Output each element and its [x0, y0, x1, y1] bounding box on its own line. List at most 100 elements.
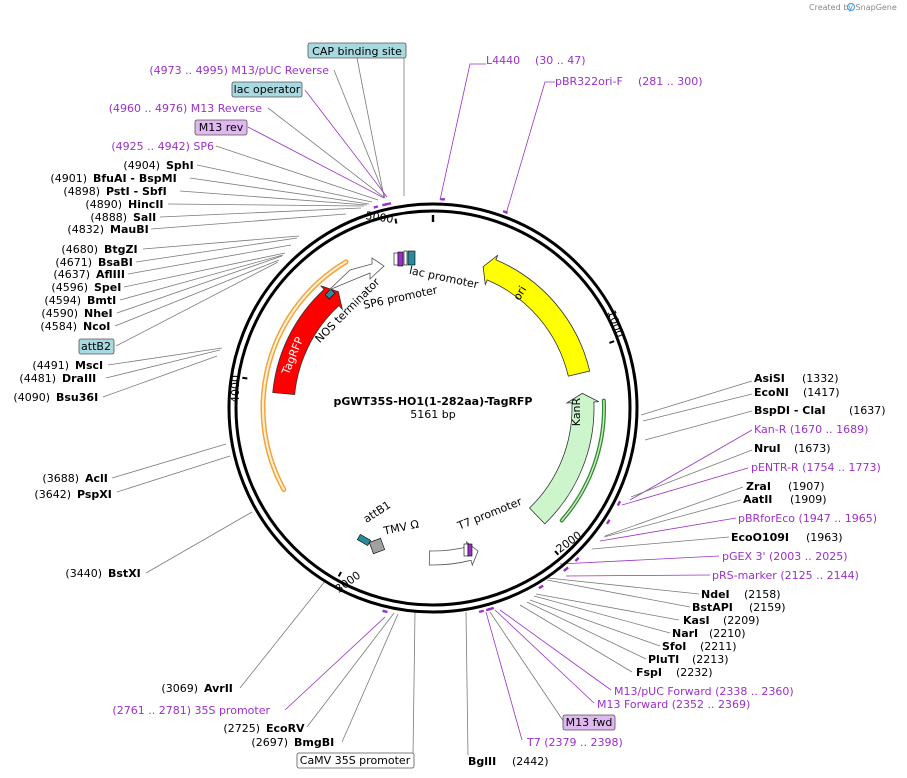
bsu36i-pos: (4090): [13, 391, 50, 404]
tick-mark: [609, 340, 615, 344]
btgzi-name: BtgZI: [104, 243, 138, 256]
maubi-pos: (4832): [67, 223, 104, 236]
pspxi-name: PspXI: [77, 488, 112, 501]
aatii-name: AatII: [743, 493, 772, 506]
t7-promoter-label: T7 promoter: [455, 495, 525, 533]
nhei-pos: (4590): [41, 307, 78, 320]
draiii-pos: (4481): [19, 372, 56, 385]
econi-pos: (1417): [803, 386, 840, 399]
psti-name: PstI - SbfI: [106, 185, 167, 198]
kanr-label: KanR: [570, 397, 583, 426]
afliii-name: AflIII: [96, 268, 125, 281]
ori-arrow: [482, 254, 591, 377]
spei-pos: (4596): [51, 281, 88, 294]
plasmid-size: 5161 bp: [410, 408, 455, 421]
ecorv-pos: (2725): [223, 722, 260, 735]
tick-label-4000: 4000: [229, 375, 242, 403]
l4440-range: (30 .. 47): [535, 54, 586, 67]
snapgene-credit: Created by SnapGene: [809, 3, 897, 12]
pentr-r-label: pENTR-R (1754 .. 1773): [751, 461, 881, 474]
plasmid-name: pGWT35S-HO1(1-282aa)-TagRFP: [333, 395, 532, 408]
highlight-band-orange-inner: [262, 260, 348, 491]
tick-label-1000: 1000: [605, 309, 626, 340]
bmti-name: BmtI: [87, 294, 116, 307]
avrii-name: AvrII: [204, 682, 233, 695]
attb1-label: attB1: [361, 498, 393, 525]
btgzi-pos: (4680): [61, 243, 98, 256]
prs-marker-label: pRS-marker (2125 .. 2144): [712, 569, 859, 582]
pbrforeco-label: pBRforEco (1947 .. 1965): [738, 512, 877, 525]
primer-site-marker: [502, 209, 509, 214]
kasi-name: KasI: [683, 614, 710, 627]
bstxi-pos: (3440): [65, 567, 102, 580]
top-labels: L4440 (30 .. 47) pBR322ori-F (281 .. 300…: [486, 54, 703, 88]
primer-site-marker: [605, 519, 611, 525]
primer-site-marker: [574, 557, 580, 562]
primer-site-marker: [563, 566, 569, 572]
pluti-pos: (2213): [692, 653, 729, 666]
camv-35s-label: CaMV 35S promoter: [300, 754, 411, 767]
m13-rev-box: [194, 119, 248, 136]
bspdi-name: BspDI - ClaI: [754, 404, 826, 417]
asisi-name: AsiSI: [754, 372, 785, 385]
site-markers: [373, 197, 622, 614]
fspi-pos: (2232): [676, 666, 713, 679]
primer-site-marker: [373, 205, 379, 209]
bfuai-pos: (4901): [50, 172, 87, 185]
primer-site-marker: [616, 500, 622, 507]
pluti-name: PluTI: [648, 653, 679, 666]
nari-name: NarI: [672, 627, 698, 640]
bglii-name: BglII: [468, 755, 496, 768]
ndei-name: NdeI: [701, 588, 730, 601]
lac-operator-glyph: [393, 250, 416, 267]
m13-rev-label: M13 rev: [199, 121, 244, 134]
ecorv-name: EcoRV: [266, 722, 305, 735]
tick-mark: [242, 376, 248, 380]
bmgbi-pos: (2697): [251, 736, 288, 749]
sphi-name: SphI: [166, 159, 194, 172]
attb2-label: attB2: [81, 340, 111, 353]
feature-arrows: [260, 254, 606, 567]
aatii-pos: (1909): [790, 493, 827, 506]
bsabi-name: BsaBI: [98, 256, 133, 269]
snapgene-logo-icon: [846, 2, 856, 12]
bmgbi-name: BmgBI: [294, 736, 334, 749]
kasi-pos: (2209): [723, 614, 760, 627]
lac-promoter-arrow: [328, 257, 385, 291]
nhei-name: NheI: [84, 307, 113, 320]
attb2-box: [78, 338, 115, 355]
hincii-name: HincII: [128, 198, 164, 211]
m13puc-forward-label: M13/pUC Forward (2338 .. 2360): [614, 685, 794, 698]
l4440-label: L4440: [486, 54, 520, 67]
bsabi-pos: (4671): [55, 256, 92, 269]
attb1-glyph: [356, 533, 372, 547]
econi-name: EcoNI: [754, 386, 789, 399]
tick-marks: [242, 215, 615, 577]
ndei-pos: (2158): [744, 588, 781, 601]
pspxi-pos: (3642): [34, 488, 71, 501]
m13-fwd-label: M13 fwd: [566, 716, 613, 729]
msci-pos: (4491): [32, 359, 69, 372]
sphi-pos: (4904): [123, 159, 160, 172]
maubi-name: MauBI: [110, 223, 149, 236]
fspi-name: FspI: [636, 666, 662, 679]
highlight-band-green-inner: [561, 399, 605, 522]
nrui-name: NruI: [754, 442, 781, 455]
35s-promoter-site-label: (2761 .. 2781) 35S promoter: [112, 704, 270, 717]
tick-label-5000: 5000: [365, 209, 395, 226]
m13puc-reverse-label: (4973 .. 4995) M13/pUC Reverse: [149, 64, 329, 77]
sali-pos: (4888): [90, 211, 127, 224]
nari-pos: (2210): [709, 627, 746, 640]
ori-label: ori: [511, 284, 530, 303]
bsu36i-name: Bsu36I: [56, 391, 98, 404]
acli-pos: (3688): [42, 472, 79, 485]
nos-terminator-glyph: [324, 288, 336, 300]
asisi-pos: (1332): [802, 372, 839, 385]
pbr322ori-label: pBR322ori-F: [555, 75, 623, 88]
tick-mark: [394, 218, 398, 224]
t7-site-label: T7 (2379 .. 2398): [526, 736, 623, 749]
cap-binding-site-box: [307, 42, 407, 59]
right-labels: AsiSI (1332) EcoNI (1417) BspDI - ClaI (…: [526, 372, 886, 749]
camv-35s-box: [296, 752, 415, 769]
